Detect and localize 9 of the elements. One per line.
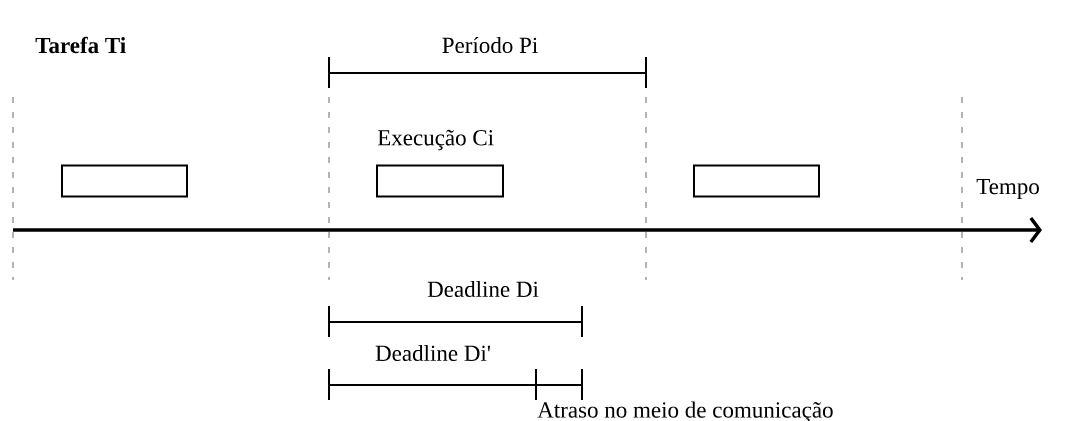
execution-label: Execução Ci bbox=[377, 129, 494, 151]
title: Tarefa Ti bbox=[35, 36, 126, 54]
dimension-label: Deadline Di bbox=[427, 280, 539, 298]
execution-box bbox=[61, 164, 188, 198]
dimension-label: Deadline Di' bbox=[375, 344, 490, 362]
execution-box bbox=[376, 164, 504, 198]
dimension-label: Período Pi bbox=[442, 36, 538, 54]
execution-box bbox=[693, 164, 820, 198]
axis-label: Tempo bbox=[976, 179, 1039, 199]
